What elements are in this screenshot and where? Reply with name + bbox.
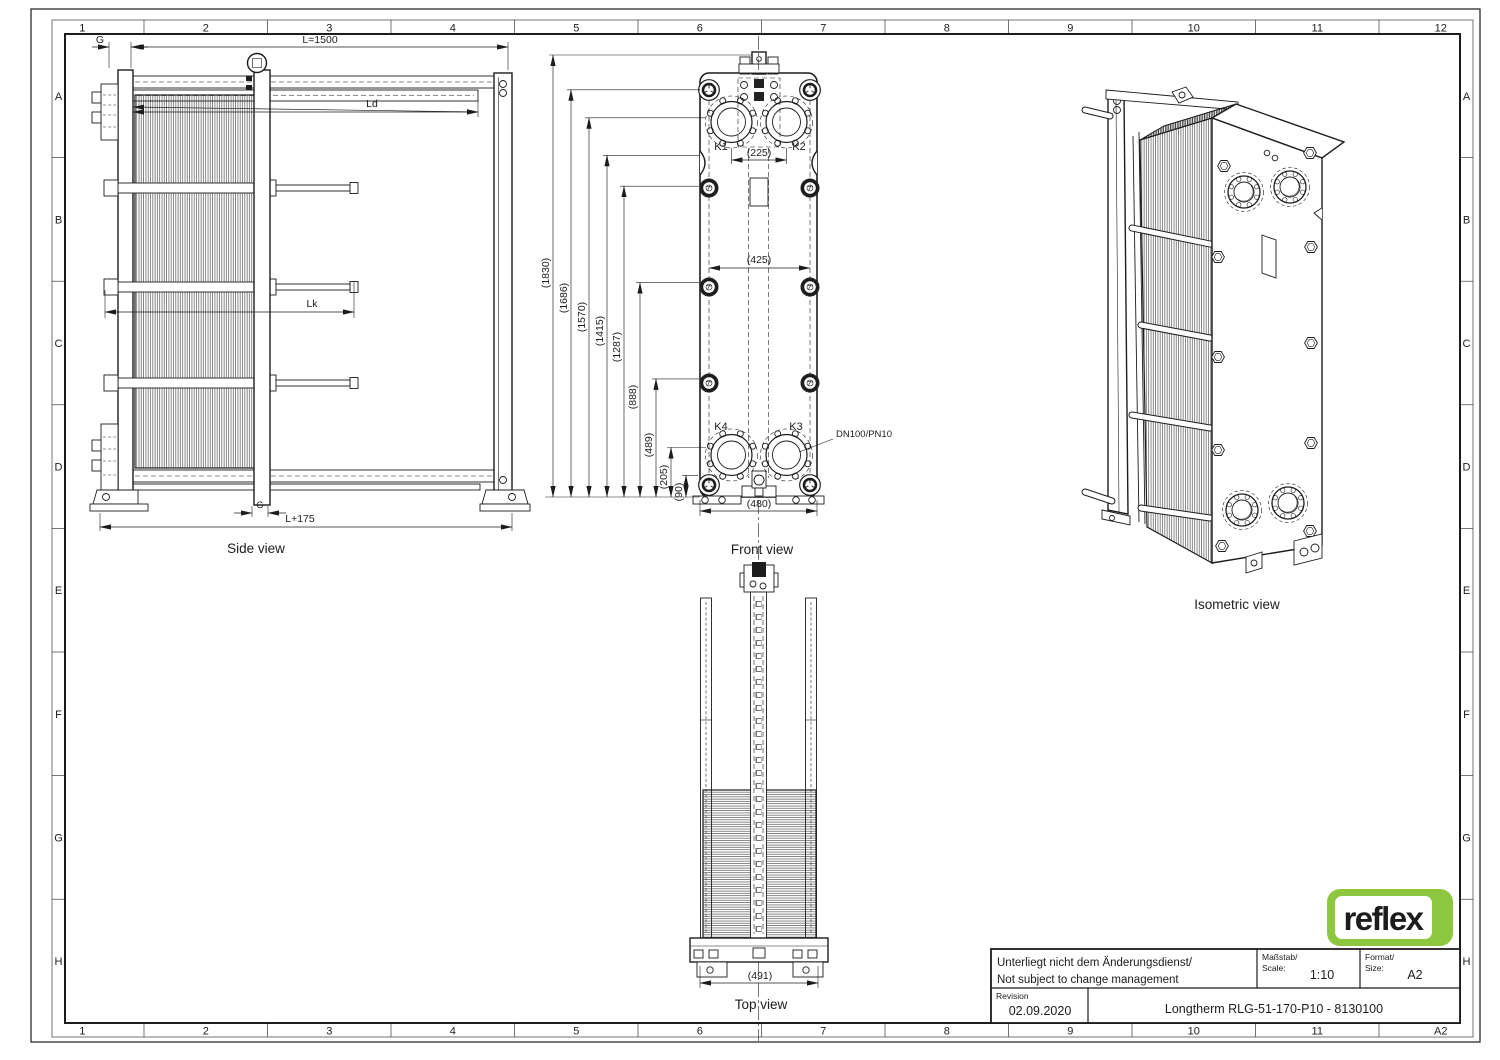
port-k3-label: K3 <box>789 421 802 433</box>
title-block: Unterliegt nicht dem Änderungsdienst/ No… <box>990 948 1461 1024</box>
grid-ticks <box>52 20 1473 1037</box>
grid-row-labels-left: A B C D E F G H <box>54 91 63 968</box>
grid-col-label-top: 12 <box>1435 23 1447 35</box>
dim-1686: (1686) <box>558 283 570 313</box>
grid-col-label-bottom: 5 <box>573 1026 579 1038</box>
logo-white-box <box>1335 896 1432 939</box>
side-view: G L=1500 Ld Lk G L+175 Side view <box>89 34 531 556</box>
scale-label-de: Maßstab/ <box>1262 952 1298 962</box>
grid-row-label-left: F <box>55 709 62 721</box>
roller <box>246 52 268 74</box>
grid-col-label-top: 3 <box>326 23 332 35</box>
part-title: Longtherm RLG-51-170-P10 - 8130100 <box>1165 1002 1383 1016</box>
format-value: A2 <box>1407 968 1422 982</box>
grid-col-label-bottom: 3 <box>326 1026 332 1038</box>
dim-width: (480) <box>747 498 772 510</box>
dim-overall: L+175 <box>285 513 315 525</box>
reflex-logo: reflex <box>1327 889 1453 946</box>
grid-col-label-top: 9 <box>1067 23 1073 35</box>
grid-col-label-top: 6 <box>697 23 703 35</box>
dim-length: L=1500 <box>302 34 337 46</box>
revision-label: Revision <box>996 991 1029 1001</box>
grid-row-label-right: B <box>1463 214 1470 226</box>
grid-row-label-left: E <box>55 585 62 597</box>
grid-col-label-top: 7 <box>820 23 826 35</box>
dim-top-width: (491) <box>748 970 773 982</box>
grid-row-label-left: G <box>54 832 63 844</box>
side-view-label: Side view <box>227 541 285 556</box>
grid-col-label-bottom: A2 <box>1434 1026 1447 1038</box>
grid-col-label-bottom: 4 <box>450 1026 456 1038</box>
format-label-en: Size: <box>1365 963 1384 973</box>
revision-date: 02.09.2020 <box>1009 1004 1072 1018</box>
port-k4 <box>704 428 759 482</box>
front-view-label: Front view <box>731 542 794 557</box>
dim-1570: (1570) <box>576 302 588 332</box>
grid-col-label-bottom: 1 <box>79 1026 85 1038</box>
dim-90: (90) <box>673 483 685 502</box>
grid-row-label-right: D <box>1463 462 1471 474</box>
grid-col-label-bottom: 10 <box>1188 1026 1200 1038</box>
grid-col-label-bottom: 9 <box>1067 1026 1073 1038</box>
grid-row-label-left: C <box>55 338 63 350</box>
top-view: (491) Top view <box>689 562 829 1012</box>
grid-row-label-right: H <box>1463 956 1471 968</box>
grid-row-label-left: A <box>55 91 63 103</box>
grid-row-label-right: A <box>1463 91 1471 103</box>
dim-1415: (1415) <box>594 316 606 346</box>
grid-col-label-bottom: 11 <box>1312 1026 1323 1038</box>
grid-row-label-left: D <box>55 462 63 474</box>
grid-col-label-top: 8 <box>944 23 950 35</box>
grid-row-label-right: E <box>1463 585 1470 597</box>
port-spec: DN100/PN10 <box>836 429 892 440</box>
grid-col-label-top: 2 <box>203 23 209 35</box>
isometric-view: Isometric view <box>1081 86 1346 612</box>
grid-col-label-bottom: 6 <box>697 1026 703 1038</box>
change-note-de: Unterliegt nicht dem Änderungsdienst/ <box>997 957 1193 969</box>
dim-g-bottom: G <box>256 500 263 510</box>
dim-1830: (1830) <box>540 258 552 288</box>
top-view-label: Top view <box>735 997 788 1012</box>
dim-lk: Lk <box>306 298 318 310</box>
grid-row-labels-right: A B C D E F G H <box>1462 91 1471 968</box>
grid-col-label-top: 1 <box>79 23 85 35</box>
dim-g-top: G <box>96 34 104 46</box>
grid-col-label-top: 5 <box>573 23 579 35</box>
grid-col-label-top: 4 <box>450 23 456 35</box>
grid-col-label-bottom: 2 <box>203 1026 209 1038</box>
dim-1287: (1287) <box>611 332 623 362</box>
grid-row-label-left: B <box>55 214 62 226</box>
dim-bolt-pitch: (425) <box>747 254 772 266</box>
grid-row-label-right: C <box>1463 338 1471 350</box>
dim-port-pitch: (225) <box>747 147 772 159</box>
dim-888: (888) <box>627 385 639 410</box>
grid-row-label-right: G <box>1462 832 1471 844</box>
port-k4-label: K4 <box>714 421 727 433</box>
grid-row-label-right: F <box>1463 709 1470 721</box>
format-label-de: Format/ <box>1365 952 1395 962</box>
port-k1-label: K1 <box>714 141 727 153</box>
dim-205: (205) <box>658 465 670 490</box>
dim-ld: Ld <box>366 98 378 110</box>
dim-489: (489) <box>643 433 655 458</box>
grid-col-label-bottom: 7 <box>820 1026 826 1038</box>
grid-row-label-left: H <box>55 956 63 968</box>
scale-label-en: Scale: <box>1262 963 1286 973</box>
change-note-en: Not subject to change management <box>997 974 1179 986</box>
logo-wordmark: reflex <box>1343 900 1424 937</box>
grid-column-labels-bottom: 1 2 3 4 5 6 7 8 9 10 11 A2 <box>79 1026 1447 1038</box>
scale-value: 1:10 <box>1310 968 1334 982</box>
isometric-view-label: Isometric view <box>1194 597 1280 612</box>
port-k2-label: K2 <box>792 141 805 153</box>
grid-col-label-top: 11 <box>1312 23 1323 35</box>
grid-col-label-bottom: 8 <box>944 1026 950 1038</box>
front-view: K1 K2 K4 K3 (225) (425) (480) DN100/PN10… <box>540 51 892 557</box>
grid-col-label-top: 10 <box>1188 23 1200 35</box>
